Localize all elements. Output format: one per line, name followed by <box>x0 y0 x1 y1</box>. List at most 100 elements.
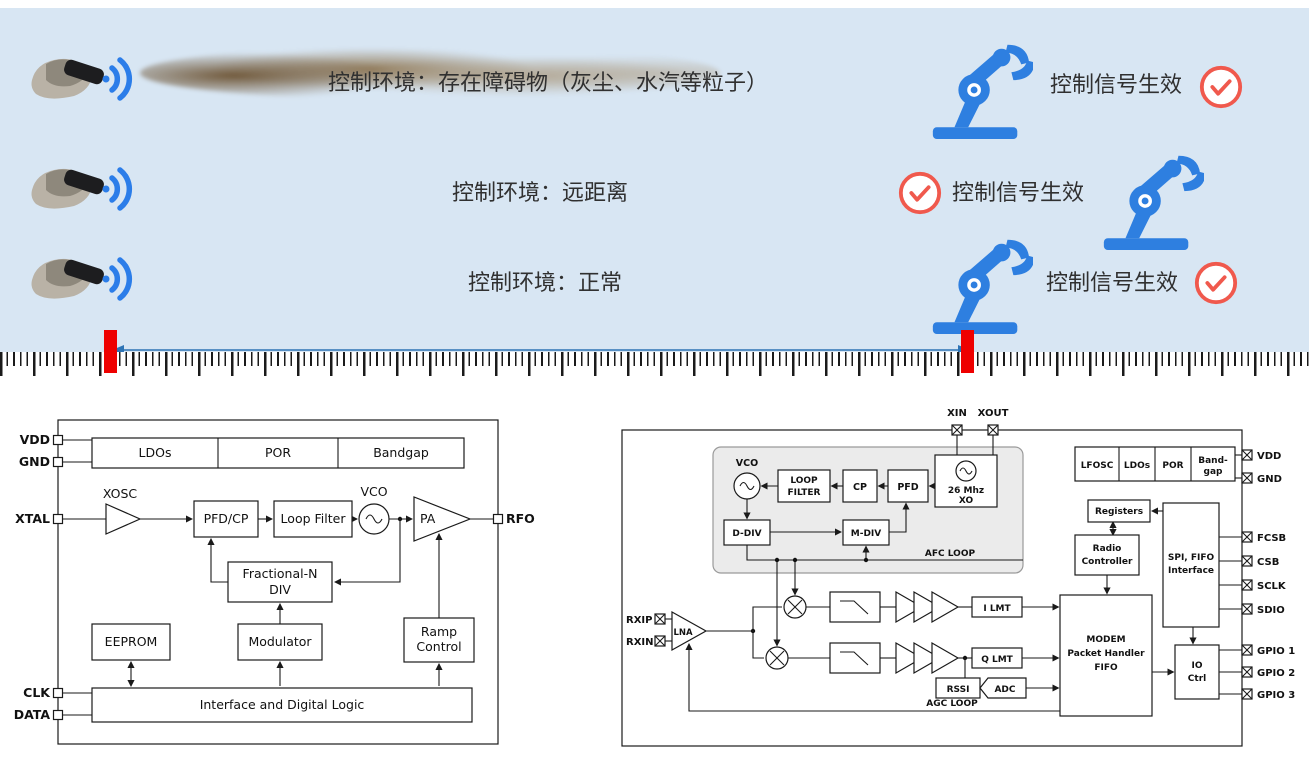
signal-dot <box>102 75 110 83</box>
rx-cp: CP <box>842 469 878 503</box>
pin-fcsb-pad <box>1241 531 1253 543</box>
rx-amp-chain-q <box>895 641 960 675</box>
pin-rxin-pad <box>654 635 666 647</box>
pin-xin: XIN <box>947 408 967 419</box>
tx-wires <box>63 439 493 716</box>
rx-xo: 26 Mhz XO <box>934 454 998 508</box>
robot-arm-icon <box>932 239 1033 335</box>
block-frac-line1: Fractional-N <box>243 566 318 581</box>
block-radio-line1: Radio <box>1093 544 1122 554</box>
pin-sclk-pad <box>1241 579 1253 591</box>
rx-loop-filter: LOOP FILTER <box>777 469 831 503</box>
tx-vco: VCO <box>358 484 390 535</box>
tx-loop-filter: Loop Filter <box>273 500 353 538</box>
rx-rssi: RSSI <box>935 677 981 699</box>
block-modulator-label: Modulator <box>248 634 312 649</box>
block-loop-filter-label: Loop Filter <box>281 511 347 526</box>
pin-rxip: RXIP <box>626 615 652 626</box>
tx-pfdcp: PFD/CP <box>193 500 259 538</box>
tx-interface: Interface and Digital Logic <box>91 687 473 723</box>
result-label: 控制信号生效 <box>952 180 1085 205</box>
afc-loop-label: AFC LOOP <box>925 549 976 559</box>
pin-xtal: XTAL <box>15 511 50 526</box>
rx-mixer-i <box>783 595 807 619</box>
remote-control-icon <box>31 257 133 301</box>
pin-gnd: GND <box>1257 474 1282 485</box>
rx-lna: LNA <box>671 610 708 652</box>
block-adc-label: ADC <box>994 685 1015 695</box>
block-registers-label: Registers <box>1095 507 1143 517</box>
robot-arm-shape <box>932 44 1033 140</box>
signal-arc-2 <box>117 57 133 101</box>
rx-pins <box>654 424 1253 700</box>
rx-pfd: PFD <box>887 469 929 503</box>
block-modem-line3: FIFO <box>1094 663 1118 673</box>
pin-vdd-pad <box>1241 449 1253 461</box>
pin-csb: CSB <box>1257 557 1279 568</box>
joint-dot <box>970 86 978 94</box>
block-ddiv-label: D-DIV <box>732 529 761 539</box>
rx-adc: ADC <box>979 677 1027 699</box>
pin-gpio2: GPIO 2 <box>1257 668 1295 679</box>
block-por: POR <box>265 445 291 460</box>
rx-ilmt: I LMT <box>971 596 1023 618</box>
pin-rxin: RXIN <box>626 637 654 648</box>
pin-gpio3-pad <box>1241 688 1253 700</box>
block-spi-line1: SPI, FIFO <box>1168 553 1215 563</box>
distance-marker-right <box>961 330 974 373</box>
rx-pin-labels: XIN XOUT VDD GND FCSB CSB SCLK SDIO GPIO… <box>626 408 1295 701</box>
check-mark <box>1210 79 1232 96</box>
block-rssi-label: RSSI <box>947 685 970 695</box>
pin-gpio1-pad <box>1241 644 1253 656</box>
check-circle <box>1199 65 1243 109</box>
signal-arc-1 <box>109 65 121 93</box>
block-por-label: POR <box>1162 461 1183 471</box>
tx-pa: PA <box>413 496 472 542</box>
block-ilmt-label: I LMT <box>983 604 1011 614</box>
block-bandgap-line2: gap <box>1204 467 1224 477</box>
block-modem-line2: Packet Handler <box>1067 649 1145 659</box>
dust-cloud <box>140 46 720 100</box>
rx-ddiv: D-DIV <box>723 519 771 546</box>
block-cp-label: CP <box>853 482 867 493</box>
pin-rxip-pad <box>654 613 666 625</box>
pin-gpio2-pad <box>1241 666 1253 678</box>
rx-wires <box>665 435 1242 712</box>
ruler <box>0 352 1309 382</box>
block-mdiv-label: M-DIV <box>851 529 882 539</box>
block-ldos-label: LDOs <box>1124 461 1150 471</box>
block-vco-label: VCO <box>360 484 387 499</box>
pin-fcsb: FCSB <box>1257 533 1286 544</box>
tx-pins: VDD GND XTAL CLK DATA RFO <box>14 432 535 722</box>
pin-sdio-pad <box>1241 603 1253 615</box>
env-label: 控制环境：存在障碍物（灰尘、水汽等粒子） <box>328 70 769 95</box>
pin-sdio: SDIO <box>1257 605 1285 616</box>
pin-gpio1: GPIO 1 <box>1257 646 1295 657</box>
block-pfd-label: PFD <box>897 482 918 493</box>
remote-control-icon <box>31 57 133 101</box>
block-ramp-line2: Control <box>416 639 461 654</box>
robot-arm-icon <box>932 44 1033 140</box>
block-lna-label: LNA <box>673 628 693 638</box>
pin-csb-pad <box>1241 555 1253 567</box>
tx-ramp-control: Ramp Control <box>403 617 475 663</box>
pin-sclk: SCLK <box>1257 581 1287 592</box>
rx-qlmt: Q LMT <box>971 647 1023 669</box>
pin-gnd-pad <box>1241 472 1253 484</box>
block-pa-label: PA <box>420 511 436 526</box>
tx-frac-div: Fractional-N DIV <box>227 561 333 603</box>
pin-xin-pad <box>951 424 963 436</box>
rx-filter-i <box>829 591 881 623</box>
rx-modem: MODEM Packet Handler FIFO <box>1059 594 1153 717</box>
block-xo-line1: 26 Mhz <box>948 486 984 496</box>
rx-io-ctrl: IO Ctrl <box>1174 644 1220 700</box>
block-lfosc-label: LFOSC <box>1081 461 1114 471</box>
block-qlmt-label: Q LMT <box>981 655 1013 665</box>
remote-body <box>64 59 104 85</box>
tx-power-row: LDOs POR Bandgap <box>91 437 465 469</box>
result-label: 控制信号生效 <box>1050 72 1183 97</box>
check-icon <box>898 171 942 215</box>
block-xosc-label: XOSC <box>103 486 138 501</box>
block-loop-line2: FILTER <box>788 488 821 498</box>
